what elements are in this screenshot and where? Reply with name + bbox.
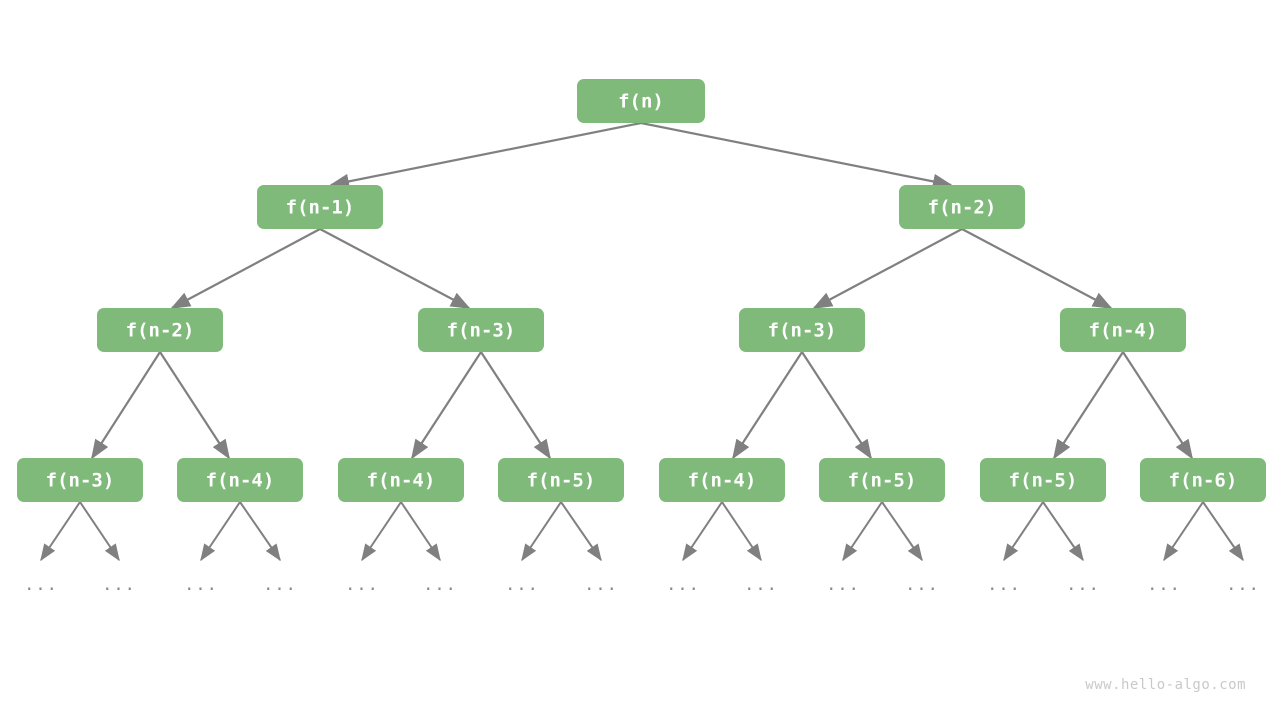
tree-node-label: f(n-5): [527, 470, 596, 492]
tree-leaf-edge: [1003, 501, 1044, 562]
watermark-label: www.hello-algo.com: [1085, 677, 1246, 693]
tree-node-box: [17, 458, 143, 502]
ellipsis-label: ...: [666, 575, 700, 595]
tree-node-box: [177, 458, 303, 502]
ellipsis-label: ...: [1147, 575, 1181, 595]
tree-node-box: [1060, 308, 1186, 352]
leaf-edges-layer: [40, 501, 1244, 562]
tree-node[interactable]: f(n-1): [257, 185, 383, 229]
tree-leaf-edge: [521, 501, 562, 562]
tree-edge: [801, 351, 872, 460]
tree-leaf-edge: [40, 501, 81, 562]
tree-node-label: f(n-5): [1009, 470, 1078, 492]
tree-leaf-edge: [881, 501, 923, 562]
tree-node-box: [338, 458, 464, 502]
tree-node-label: f(n-3): [447, 320, 516, 342]
tree-node[interactable]: f(n-5): [819, 458, 945, 502]
tree-node[interactable]: f(n-4): [177, 458, 303, 502]
ellipsis-label: ...: [345, 575, 379, 595]
tree-node[interactable]: f(n-3): [418, 308, 544, 352]
tree-edge: [329, 121, 642, 190]
tree-node-label: f(n-1): [286, 197, 355, 219]
tree-node-label: f(n-4): [367, 470, 436, 492]
tree-edge: [640, 121, 953, 190]
ellipsis-label: ...: [1226, 575, 1260, 595]
tree-node[interactable]: f(n-2): [899, 185, 1025, 229]
tree-node[interactable]: f(n-4): [338, 458, 464, 502]
tree-edge: [159, 351, 230, 460]
tree-node-box: [97, 308, 223, 352]
tree-edge: [812, 228, 963, 309]
tree-leaf-edge: [560, 501, 602, 562]
tree-leaf-edge: [1163, 501, 1204, 562]
ellipsis-label: ...: [826, 575, 860, 595]
tree-node-box: [659, 458, 785, 502]
tree-leaf-edge: [682, 501, 723, 562]
tree-node-label: f(n-4): [206, 470, 275, 492]
tree-leaf-edge: [200, 501, 241, 562]
ellipsis-label: ...: [184, 575, 218, 595]
tree-node-label: f(n-6): [1169, 470, 1238, 492]
ellipsis-label: ...: [584, 575, 618, 595]
tree-node-label: f(n-5): [848, 470, 917, 492]
ellipsis-label: ...: [24, 575, 58, 595]
tree-node-label: f(n-2): [928, 197, 997, 219]
nodes-layer: f(n) f(n-1) f(n-2) f(n-2) f(n-3) f(n-3) f(n-4)…: [17, 79, 1266, 502]
tree-leaf-edge: [1202, 501, 1244, 562]
tree-node[interactable]: f(n-6): [1140, 458, 1266, 502]
tree-node-box: [257, 185, 383, 229]
tree-edge: [1053, 351, 1124, 460]
ellipsis-label: ...: [263, 575, 297, 595]
ellipses-layer: ........................................…: [24, 575, 1260, 595]
tree-node-box: [739, 308, 865, 352]
tree-edge: [319, 228, 471, 309]
tree-node[interactable]: f(n): [577, 79, 705, 123]
tree-node[interactable]: f(n-4): [1060, 308, 1186, 352]
tree-edge: [961, 228, 1113, 309]
tree-node-label: f(n-4): [688, 470, 757, 492]
tree-node-box: [819, 458, 945, 502]
tree-leaf-edge: [721, 501, 762, 562]
tree-leaf-edge: [842, 501, 883, 562]
tree-leaf-edge: [361, 501, 402, 562]
tree-node[interactable]: f(n-4): [659, 458, 785, 502]
tree-leaf-edge: [239, 501, 281, 562]
tree-node[interactable]: f(n-3): [17, 458, 143, 502]
tree-node-box: [1140, 458, 1266, 502]
tree-leaf-edge: [400, 501, 441, 562]
tree-node-box: [418, 308, 544, 352]
tree-node[interactable]: f(n-3): [739, 308, 865, 352]
ellipsis-label: ...: [905, 575, 939, 595]
edges-layer: [91, 121, 1193, 460]
tree-node[interactable]: f(n-2): [97, 308, 223, 352]
tree-edge: [91, 351, 161, 460]
tree-node-box: [899, 185, 1025, 229]
tree-node-box: [498, 458, 624, 502]
ellipsis-label: ...: [505, 575, 539, 595]
ellipsis-label: ...: [744, 575, 778, 595]
tree-node[interactable]: f(n-5): [980, 458, 1106, 502]
tree-node-label: f(n-4): [1089, 320, 1158, 342]
ellipsis-label: ...: [102, 575, 136, 595]
tree-node-label: f(n): [618, 91, 664, 113]
ellipsis-label: ...: [987, 575, 1021, 595]
tree-edge: [480, 351, 551, 460]
tree-node-box: [577, 79, 705, 123]
tree-edge: [170, 228, 321, 309]
tree-leaf-edge: [79, 501, 120, 562]
tree-node[interactable]: f(n-5): [498, 458, 624, 502]
tree-node-label: f(n-2): [126, 320, 195, 342]
ellipsis-label: ...: [423, 575, 457, 595]
tree-edge: [732, 351, 803, 460]
tree-node-box: [980, 458, 1106, 502]
tree-leaf-edge: [1042, 501, 1084, 562]
ellipsis-label: ...: [1066, 575, 1100, 595]
tree-edge: [1122, 351, 1193, 460]
tree-node-label: f(n-3): [768, 320, 837, 342]
tree-node-label: f(n-3): [46, 470, 115, 492]
tree-edge: [411, 351, 482, 460]
